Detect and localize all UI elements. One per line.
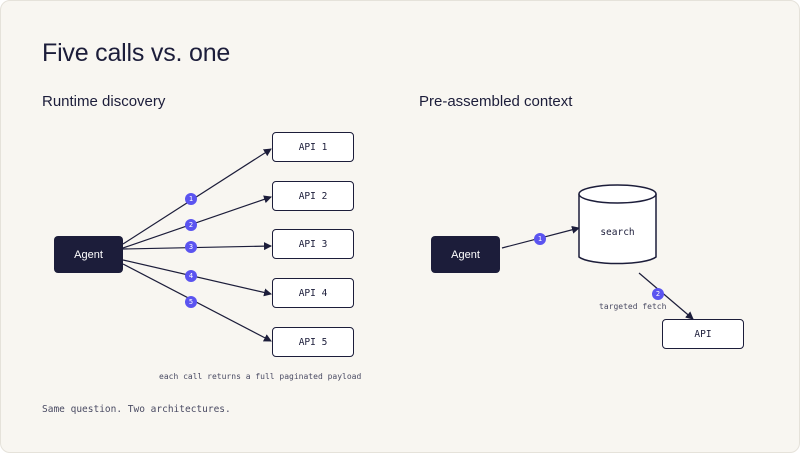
step-badge-right-1: 1 <box>534 233 546 245</box>
api-box-right: API <box>662 319 744 349</box>
diagram-title: Five calls vs. one <box>42 39 231 67</box>
api-box-2: API 2 <box>272 181 354 211</box>
arrow-to-api-5 <box>122 263 272 342</box>
database-cylinder <box>578 184 657 265</box>
footer-caption: Same question. Two architectures. <box>42 404 231 415</box>
left-section-heading: Runtime discovery <box>42 93 166 110</box>
step-badge-2: 2 <box>185 219 197 231</box>
step-badge-5: 5 <box>185 296 197 308</box>
arrow-to-api-4 <box>122 259 272 297</box>
arrow-to-api-2 <box>122 195 272 249</box>
arrow-to-api <box>638 272 694 320</box>
agent-node-right: Agent <box>431 236 500 273</box>
arrow-to-api-3 <box>122 242 272 251</box>
api-box-4: API 4 <box>272 278 354 308</box>
api-box-1: API 1 <box>272 132 354 162</box>
step-badge-1: 1 <box>185 193 197 205</box>
step-badge-3: 3 <box>185 241 197 253</box>
search-store-label: search <box>600 227 635 238</box>
step-badge-4: 4 <box>185 270 197 282</box>
payload-note: each call returns a full paginated paylo… <box>159 372 362 381</box>
agent-node-left: Agent <box>54 236 123 273</box>
api-box-3: API 3 <box>272 229 354 259</box>
targeted-fetch-note: targeted fetch <box>599 302 667 311</box>
api-box-5: API 5 <box>272 327 354 357</box>
right-section-heading: Pre-assembled context <box>419 93 573 110</box>
arrow-to-api-1 <box>122 148 272 245</box>
step-badge-right-2: 2 <box>652 288 664 300</box>
